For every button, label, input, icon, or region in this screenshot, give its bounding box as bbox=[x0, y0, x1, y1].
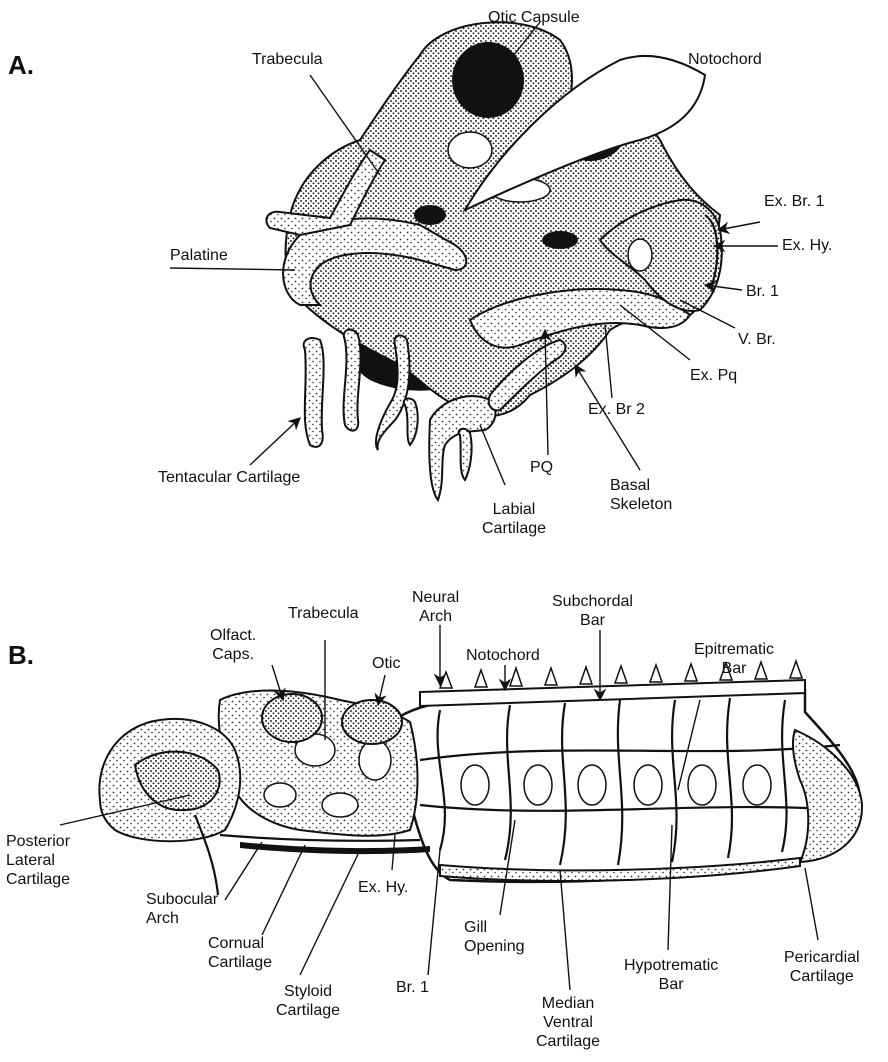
label-posterior-lateral-cartilage: Posterior Lateral Cartilage bbox=[6, 832, 70, 889]
label-ex-hy-a: Ex. Hy. bbox=[782, 236, 832, 255]
cranium-fenestra-3 bbox=[264, 783, 296, 807]
label-olfact-caps: Olfact. Caps. bbox=[210, 626, 256, 664]
leader-labial bbox=[480, 425, 505, 485]
label-styloid-cartilage: Styloid Cartilage bbox=[276, 982, 340, 1020]
otic-capsule-fenestra bbox=[452, 42, 524, 118]
labial-tentacle bbox=[459, 429, 472, 480]
leader-cornual bbox=[262, 845, 305, 935]
label-hypotrematic-bar: Hypotrematic Bar bbox=[624, 956, 718, 994]
label-neural-arch: Neural Arch bbox=[412, 588, 459, 626]
olfactory-capsule bbox=[262, 694, 322, 742]
leader-median-ventral bbox=[560, 870, 570, 990]
panel-b-drawing bbox=[60, 625, 862, 990]
label-ex-pq: Ex. Pq bbox=[690, 366, 737, 385]
label-median-ventral-cartilage: Median Ventral Cartilage bbox=[536, 994, 600, 1051]
subocular-arch bbox=[220, 835, 420, 841]
panel-b-letter: B. bbox=[8, 640, 34, 671]
leader-subocular bbox=[225, 842, 262, 900]
otic-capsule bbox=[342, 700, 402, 744]
label-subchordal-bar: Subchordal Bar bbox=[552, 592, 633, 630]
label-ex-br-1: Ex. Br. 1 bbox=[764, 192, 824, 211]
label-otic-capsule: Otic Capsule bbox=[488, 8, 580, 27]
leader-pericardial bbox=[805, 868, 818, 940]
label-notochord-b: Notochord bbox=[466, 646, 540, 665]
label-ex-hy-b: Ex. Hy. bbox=[358, 878, 408, 897]
label-pericardial-cartilage: Pericardial Cartilage bbox=[784, 948, 860, 986]
panel-a-letter: A. bbox=[8, 50, 34, 81]
leader-ex-br-2 bbox=[605, 325, 612, 398]
label-palatine: Palatine bbox=[170, 246, 228, 265]
label-basal-skeleton: Basal Skeleton bbox=[610, 476, 672, 514]
label-pq: PQ bbox=[530, 458, 553, 477]
label-labial-cartilage: Labial Cartilage bbox=[482, 500, 546, 538]
label-gill-opening: Gill Opening bbox=[464, 918, 525, 956]
leader-ex-br-1 bbox=[718, 222, 760, 230]
leader-styloid bbox=[300, 850, 360, 975]
leader-br-1-b bbox=[428, 850, 440, 975]
label-trabecula-b: Trabecula bbox=[288, 604, 359, 623]
tentacle-4 bbox=[404, 399, 418, 445]
label-br-1-b: Br. 1 bbox=[396, 978, 429, 997]
label-notochord-a: Notochord bbox=[688, 50, 762, 69]
label-ex-br-2: Ex. Br 2 bbox=[588, 400, 645, 419]
cranium-fenestra-2 bbox=[359, 740, 391, 780]
label-cornual-cartilage: Cornual Cartilage bbox=[208, 934, 272, 972]
leader-palatine bbox=[170, 268, 295, 270]
label-v-br: V. Br. bbox=[738, 330, 776, 349]
leader-tentacular bbox=[250, 418, 300, 465]
label-trabecula-a: Trabecula bbox=[252, 50, 323, 69]
white-fenestra-1 bbox=[448, 132, 492, 168]
panel-a-drawing bbox=[170, 22, 778, 500]
label-br-1-a: Br. 1 bbox=[746, 282, 779, 301]
tentacle-2 bbox=[344, 330, 361, 431]
dark-fenestra-4 bbox=[542, 231, 578, 249]
label-otic: Otic bbox=[372, 654, 400, 673]
tentacular-cartilage bbox=[304, 338, 324, 447]
dark-fenestra-3 bbox=[414, 205, 446, 225]
label-subocular-arch: Subocular Arch bbox=[146, 890, 218, 928]
styloid-cartilage bbox=[240, 842, 430, 854]
label-tentacular-cartilage: Tentacular Cartilage bbox=[158, 468, 300, 487]
branchial-fenestra bbox=[628, 239, 652, 271]
cranium-fenestra-4 bbox=[322, 793, 358, 817]
label-epitrematic-bar: Epitrematic Bar bbox=[694, 640, 774, 678]
